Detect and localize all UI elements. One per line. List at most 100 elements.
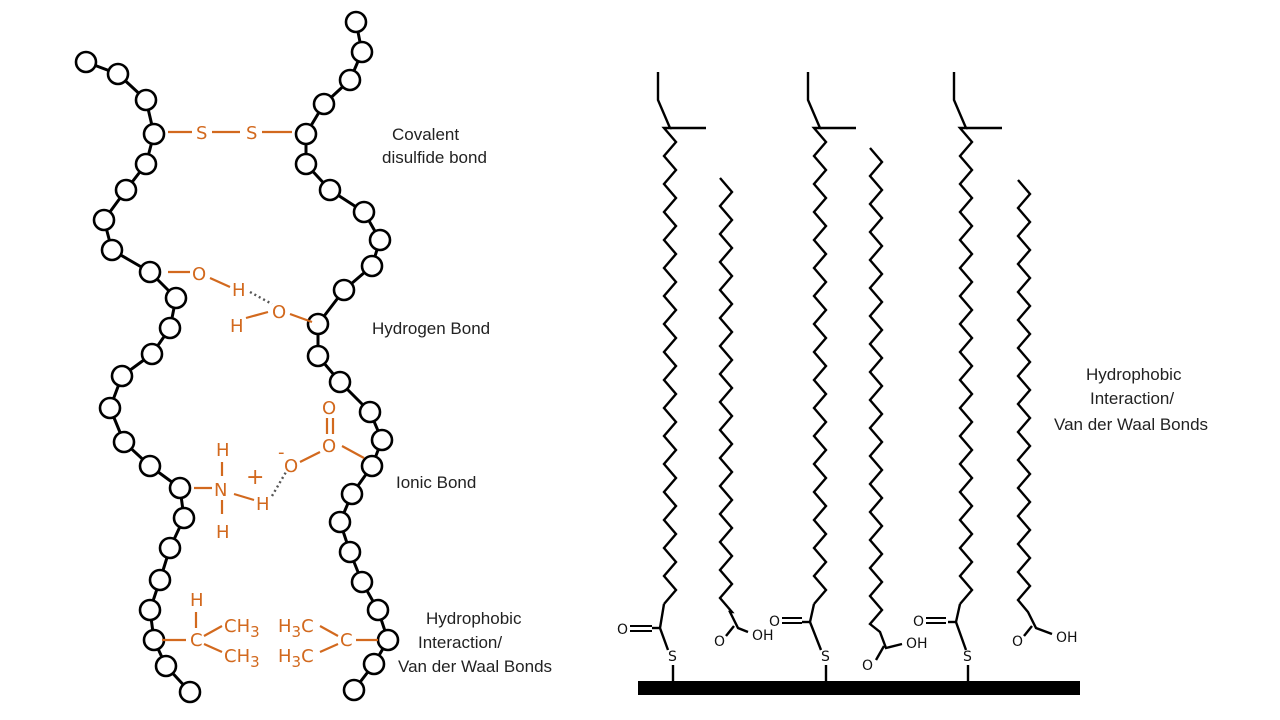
hydrogen-atom-ionic: H	[256, 494, 270, 515]
amino-acid-bead	[148, 568, 172, 592]
amino-acid-bead	[134, 152, 158, 176]
amino-acid-bead	[100, 238, 124, 262]
amino-acid-bead	[294, 122, 318, 146]
carboxyl-hydroxyl-2: OH	[906, 636, 928, 652]
thioester-head-2: O S	[769, 614, 830, 681]
branched-chain-1-carbonyl	[658, 603, 670, 651]
amino-acid-bead	[332, 278, 356, 302]
carboxyl-oxygen-1: O	[714, 634, 725, 650]
sulfur-atom-left: S	[196, 123, 207, 144]
amino-acid-bead	[74, 50, 98, 74]
hydrophobic-label-left-2: Interaction/	[418, 633, 502, 652]
chain-head-groups: O S O S O S O OH O OH	[617, 614, 1078, 681]
alkyl-chains	[652, 72, 1053, 661]
amino-acid-bead	[142, 122, 166, 146]
branched-chain-2-carbonyl	[808, 603, 823, 651]
acid-chain-2-carbonyl	[874, 645, 886, 661]
carbon-atom-left: C	[190, 630, 203, 651]
amino-acid-bead	[360, 454, 384, 478]
nitrogen-atom: N	[214, 480, 227, 501]
acid-chain-1	[718, 177, 749, 634]
amino-acid-bead	[350, 40, 374, 64]
disulfide-bond: S S	[168, 123, 292, 144]
amino-acid-bead	[140, 342, 164, 366]
amino-acid-bead	[134, 88, 158, 112]
oxygen-atom-neg: O	[284, 456, 298, 477]
thioester-sulfur-1: S	[668, 649, 677, 665]
hydrogen-atom-2: H	[230, 316, 244, 337]
carboxyl-head-1: O OH	[714, 628, 774, 650]
hydrophobic-interaction-left: H C CH3 CH3 H3C H3C C	[162, 590, 378, 671]
amino-acid-bead	[172, 506, 196, 530]
amino-acid-bead	[352, 200, 376, 224]
sulfur-atom-right: S	[246, 123, 257, 144]
amino-acid-bead	[112, 430, 136, 454]
amino-acid-bead	[376, 628, 400, 652]
amino-acid-bead	[158, 316, 182, 340]
thioester-sulfur-2: S	[821, 649, 830, 665]
covalent-label-1: Covalent	[392, 125, 459, 144]
amino-acid-bead	[138, 454, 162, 478]
amino-acid-bead	[344, 10, 368, 34]
amino-acid-bead	[318, 178, 342, 202]
hydrogen-atom-bottom: H	[216, 522, 230, 543]
amino-acid-bead	[158, 536, 182, 560]
amino-acid-bead	[178, 680, 202, 704]
carboxyl-head-3: O OH	[1012, 630, 1078, 650]
oxygen-atom-1: O	[192, 264, 206, 285]
amino-acid-bead	[328, 370, 352, 394]
branched-chain-2	[806, 72, 828, 605]
amino-acid-bead	[168, 476, 192, 500]
hydrophobic-label-right-1: Hydrophobic	[1086, 365, 1182, 384]
hydrogen-bond-label: Hydrogen Bond	[372, 319, 490, 338]
hydrophobic-label-left-1: Hydrophobic	[426, 609, 522, 628]
amino-acid-bead	[306, 344, 330, 368]
hydrophobic-label-left-3: Van der Waal Bonds	[398, 657, 552, 676]
amino-acid-bead	[106, 62, 130, 86]
acid-chain-1-carbonyl	[725, 625, 735, 637]
covalent-label-2: disulfide bond	[382, 148, 487, 167]
amino-acid-bead	[138, 260, 162, 284]
amino-acid-bead	[328, 510, 352, 534]
hydrogen-atom-top: H	[216, 440, 230, 461]
carboxyl-oxygen-3: O	[1012, 634, 1023, 650]
amino-acid-bead	[138, 598, 162, 622]
ionic-bond: H N + H H O - O O	[194, 398, 365, 543]
amino-acid-bead	[142, 628, 166, 652]
branched-chain-3-carbonyl	[954, 603, 968, 651]
thioester-head-3: O S	[913, 614, 972, 681]
hydrogen-atom-1: H	[232, 280, 246, 301]
acid-chain-2	[868, 147, 903, 650]
branched-chain-3	[952, 72, 974, 605]
methyl-group-1: CH3	[224, 616, 260, 641]
amino-acid-bead	[312, 92, 336, 116]
amino-acid-bead	[370, 428, 394, 452]
amino-acid-bead	[338, 540, 362, 564]
amino-acid-bead	[338, 68, 362, 92]
amino-acid-bead	[92, 208, 116, 232]
amino-acid-bead	[98, 396, 122, 420]
amino-acid-bead	[360, 254, 384, 278]
oxygen-atom-2: O	[272, 302, 286, 323]
amino-acid-bead	[340, 482, 364, 506]
methyl-group-3: H3C	[278, 616, 314, 641]
thioester-sulfur-3: S	[963, 649, 972, 665]
amino-acid-bead	[342, 678, 366, 702]
thioester-oxygen-3: O	[913, 614, 924, 630]
ionic-bond-label: Ionic Bond	[396, 473, 476, 492]
thioester-head-1: O S	[617, 622, 677, 681]
methyl-group-4: H3C	[278, 646, 314, 671]
amino-acid-bead	[362, 652, 386, 676]
acid-chain-3-carbonyl	[1023, 625, 1033, 637]
hydrophobic-label-right-3: Van der Waal Bonds	[1054, 415, 1208, 434]
minus-charge: -	[278, 442, 285, 463]
carboxyl-hydroxyl-1: OH	[752, 628, 774, 644]
carboxyl-head-2: O OH	[862, 636, 928, 674]
amino-acid-bead	[114, 178, 138, 202]
carbon-atom-right: C	[340, 630, 353, 651]
amino-acid-bead	[368, 228, 392, 252]
protein-backbone	[74, 10, 400, 704]
hydrophobic-label-right-2: Interaction/	[1090, 389, 1174, 408]
amino-acid-bead	[164, 286, 188, 310]
